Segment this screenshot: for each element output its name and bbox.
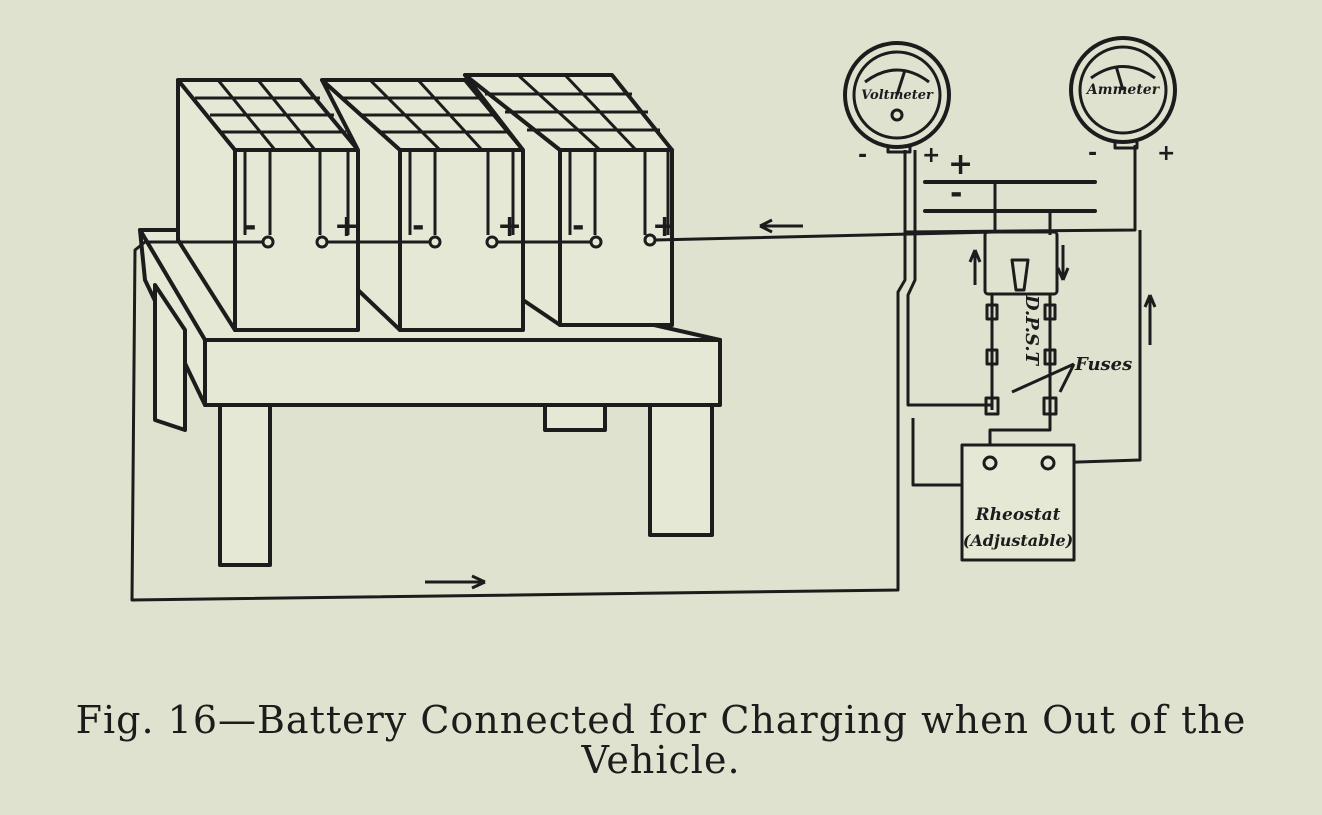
caption-line-1: Fig. 16—Battery Connected for Charging w… (75, 698, 1247, 742)
voltmeter (843, 41, 951, 154)
battery-1 (176, 78, 360, 332)
battery-3 (463, 73, 674, 327)
voltmeter-minus: - (858, 143, 867, 168)
arrow-right-icon (425, 574, 486, 590)
charging-diagram: - + - + - + + - (130, 36, 1177, 602)
arrow-up-icon (1143, 294, 1157, 345)
rheostat-label-line2: (Adjustable) (963, 531, 1073, 550)
battery-1-pos-label: + (334, 209, 359, 244)
ammeter-plus: + (1157, 141, 1175, 166)
caption-line-2: Vehicle. (581, 738, 741, 782)
rheostat-label-line1: Rheostat (975, 505, 1061, 525)
rheostat (960, 443, 1076, 562)
bus-minus-label: - (950, 176, 962, 211)
battery-2 (320, 78, 525, 332)
dpst-label: D.P.S.T (1021, 294, 1042, 367)
battery-1-neg-label: - (244, 209, 256, 244)
fuses-label: Fuses (1074, 354, 1132, 375)
battery-3-neg-label: - (572, 209, 584, 244)
arrow-left-icon (759, 218, 803, 234)
voltmeter-plus: + (922, 143, 940, 168)
arrow-up-icon (968, 249, 982, 285)
dpst-switch (983, 230, 1059, 416)
ammeter (1069, 36, 1177, 150)
figure-caption: Fig. 16—Battery Connected for Charging w… (0, 700, 1322, 780)
arrow-down-icon (1056, 245, 1070, 281)
voltmeter-label: Voltmeter (861, 88, 934, 103)
ammeter-minus: - (1088, 141, 1097, 166)
battery-2-pos-label: + (497, 209, 522, 244)
ammeter-label: Ammeter (1085, 82, 1161, 98)
flow-arrows (425, 218, 1157, 590)
bus-plus-label: + (948, 147, 973, 182)
battery-2-neg-label: - (412, 209, 424, 244)
fuses-pointer (1011, 362, 1076, 394)
